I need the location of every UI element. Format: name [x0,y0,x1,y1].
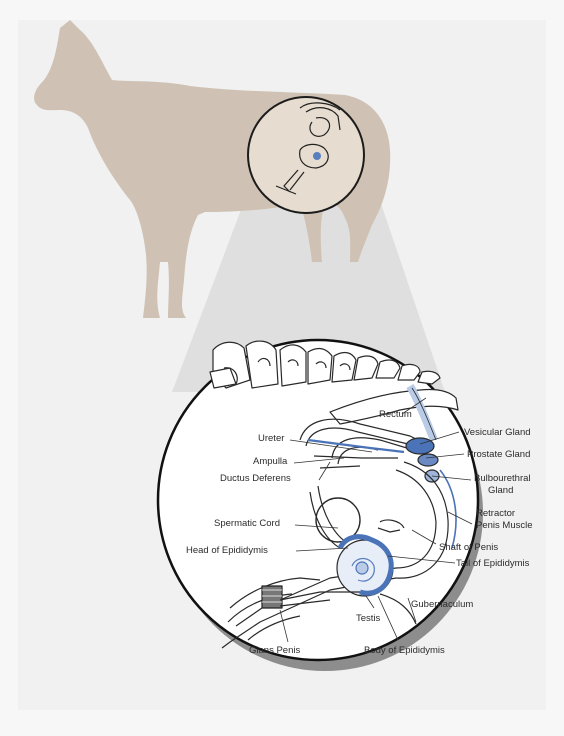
label-bulbourethral-line1: Bulbourethral [474,473,531,484]
label-prostate-gland: Prostate Gland [467,449,530,460]
vesicular-gland-shape [406,438,434,454]
label-spermatic-cord: Spermatic Cord [214,518,280,529]
label-shaft-of-penis: Shaft of Penis [439,542,498,553]
label-ductus-deferens: Ductus Deferens [220,473,291,484]
label-tail-of-epididymis: Tail of Epididymis [456,558,529,569]
label-retractor-line2: Penis Muscle [476,520,533,531]
label-bulbourethral-line2: Gland [488,485,513,496]
label-ampulla: Ampulla [253,456,287,467]
small-zoom-circle [248,97,364,213]
label-ureter: Ureter [258,433,284,444]
label-rectum: Rectum [379,409,412,420]
glans-shape [262,586,282,608]
label-retractor-line1: Retractor [476,508,515,519]
label-body-of-epididymis: Body of Epididymis [364,645,445,656]
prostate-gland-shape [418,454,438,466]
label-vesicular-gland: Vesicular Gland [464,427,531,438]
label-glans-penis: Glans Penis [249,645,300,656]
label-gubernaculum: Gubernaculum [411,599,473,610]
label-testis: Testis [356,613,380,624]
label-head-of-epididymis: Head of Epididymis [186,545,268,556]
